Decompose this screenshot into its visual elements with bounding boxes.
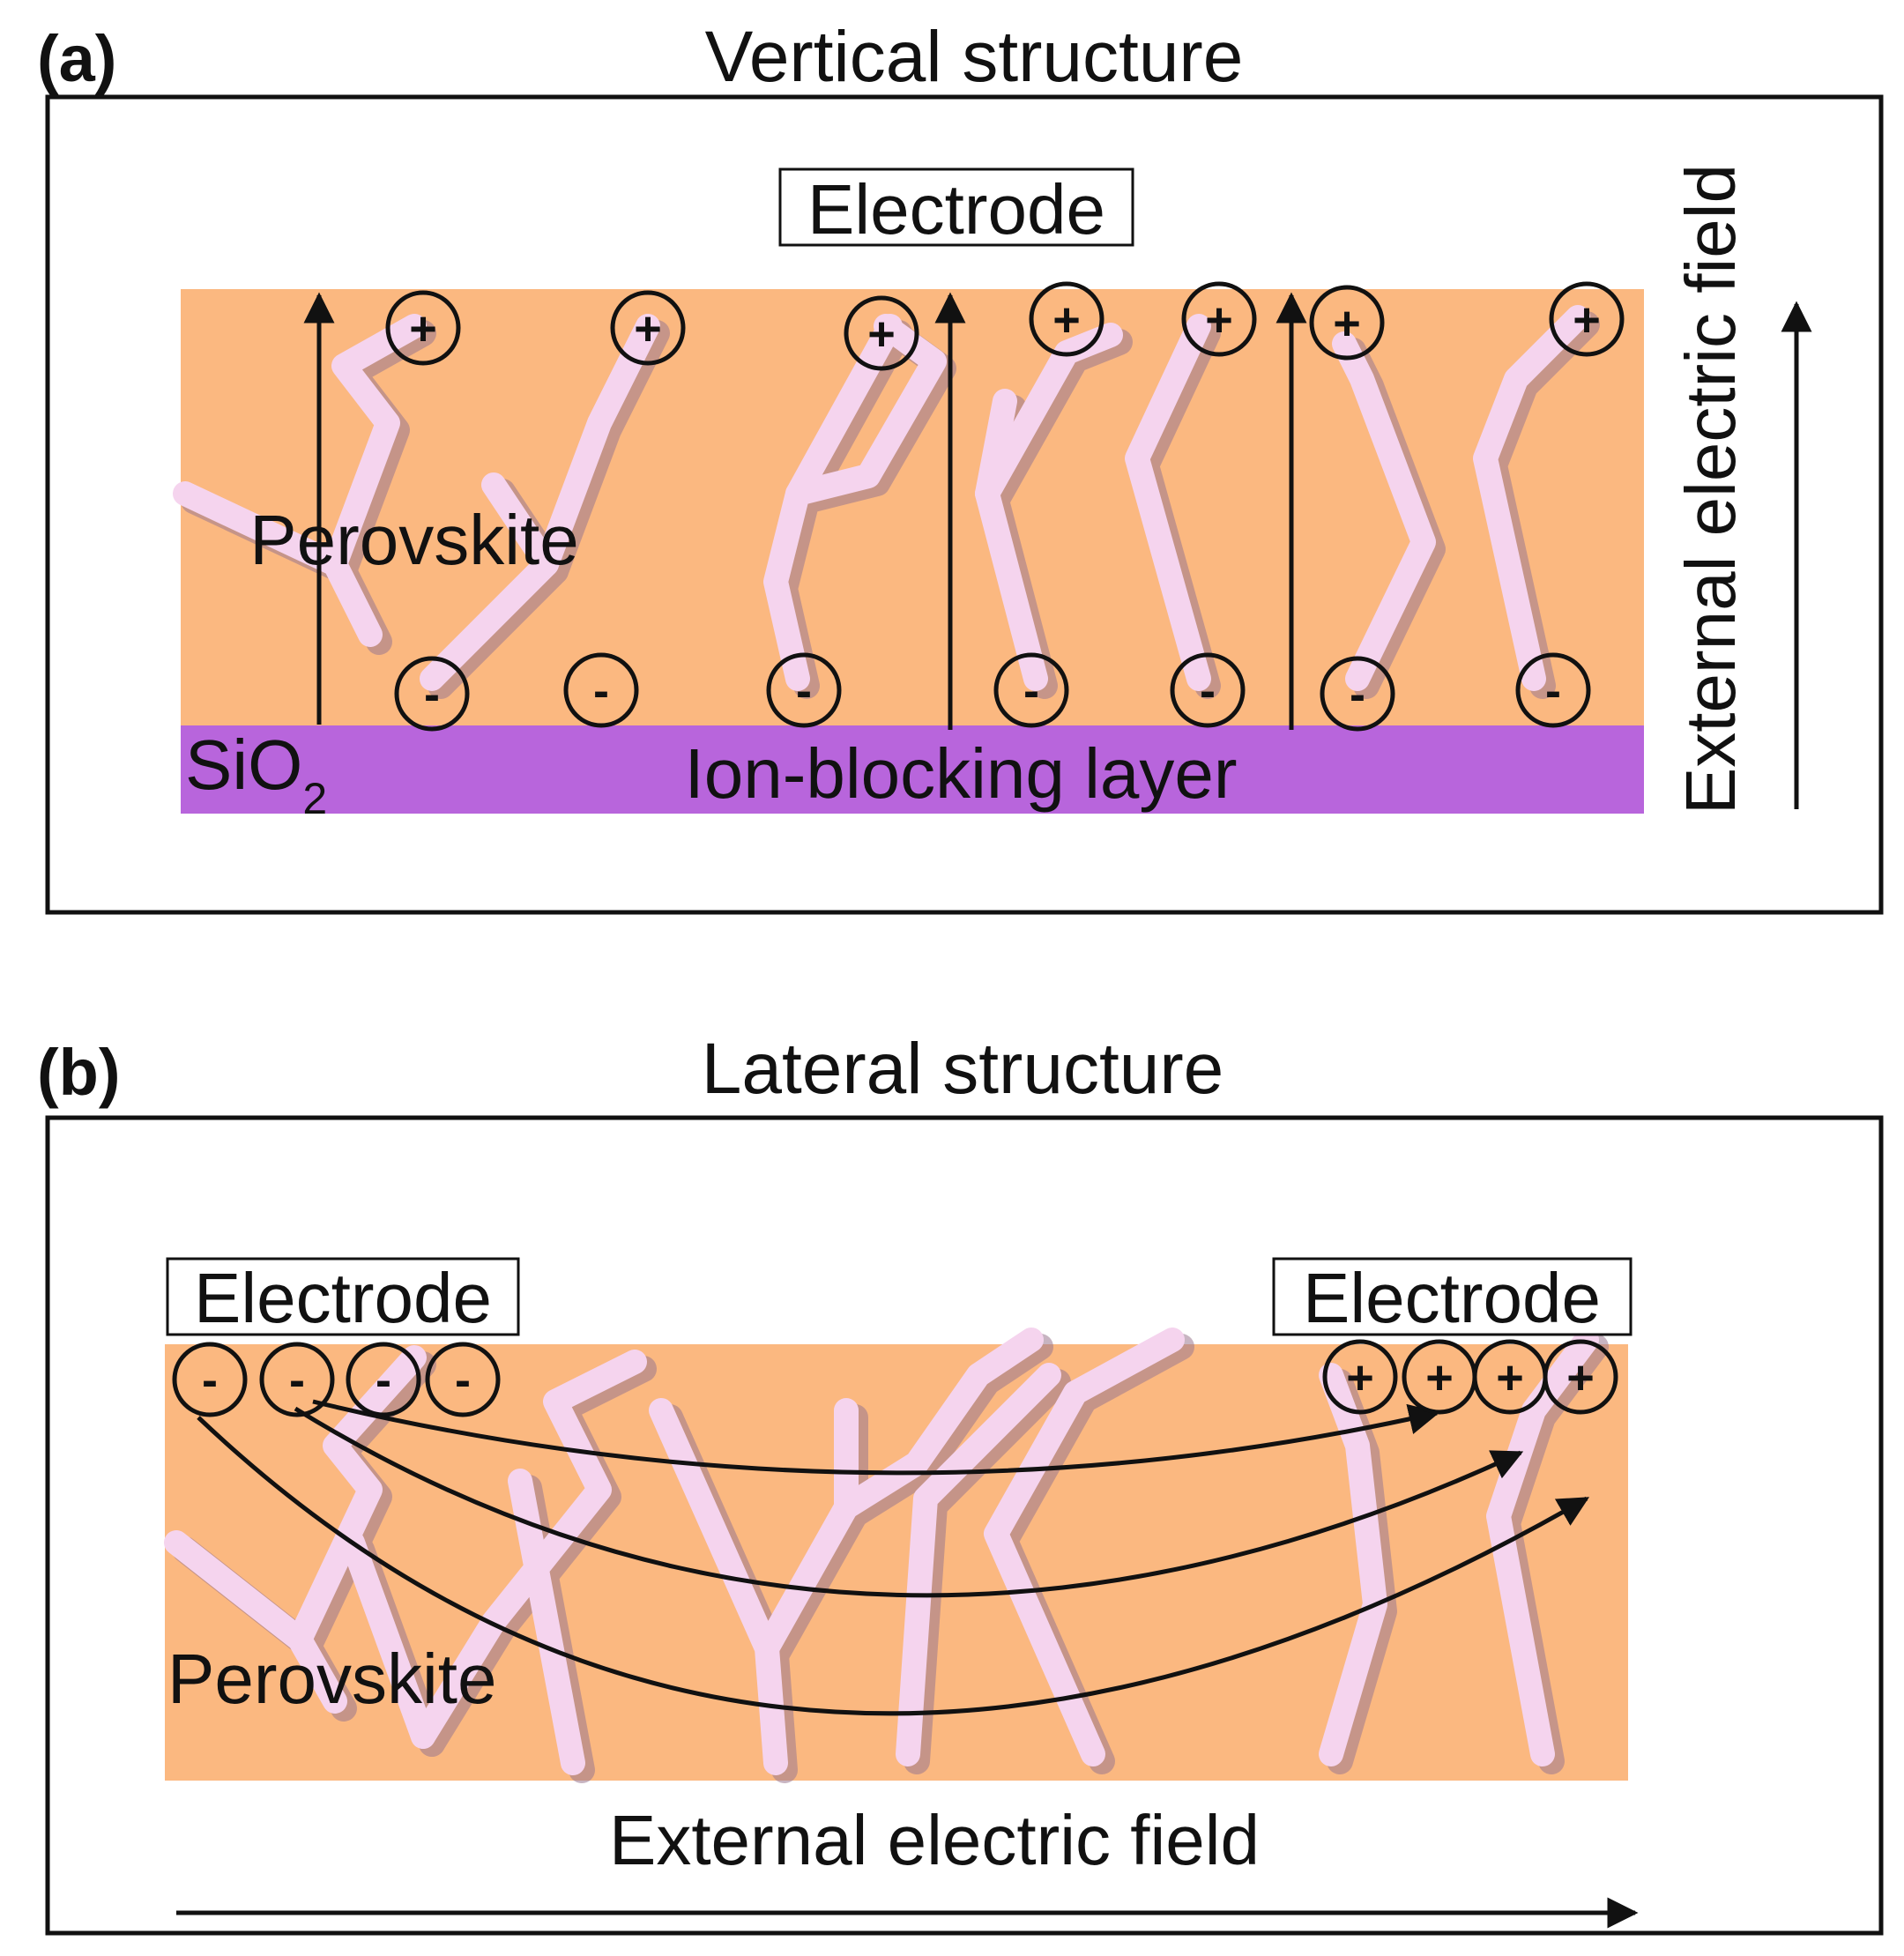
migration-arrow-1	[312, 1399, 1440, 1476]
cation-7: +	[1549, 281, 1625, 357]
cation-5-sign: +	[1205, 294, 1233, 346]
lateral-cation-1: +	[1322, 1339, 1398, 1415]
anion-2-circle	[563, 652, 639, 728]
lateral-anion-3-sign: -	[376, 1354, 391, 1407]
panel-b-migration-arrows	[197, 1399, 1590, 1716]
lateral-anion-1-circle	[172, 1342, 248, 1417]
anion-6-sign: -	[1350, 668, 1365, 721]
lateral-anion-2: -	[259, 1342, 335, 1417]
lateral-anion-1-sign: -	[202, 1354, 218, 1407]
panel-b-cations: + + + +	[1322, 1339, 1618, 1415]
panel-b-title: Lateral structure	[702, 1029, 1224, 1109]
cation-6-circle	[1309, 285, 1385, 361]
panel-a-grain-boundaries	[173, 305, 1600, 699]
cation-4-circle	[1029, 281, 1104, 357]
cation-2-sign: +	[634, 302, 662, 355]
panel-b-anions: ----	[172, 1342, 501, 1417]
lateral-cation-4: +	[1543, 1339, 1618, 1415]
anion-4-sign: -	[1023, 665, 1039, 718]
cation-2: +	[610, 290, 686, 366]
cation-3: +	[844, 295, 919, 371]
anion-5-sign: -	[1200, 665, 1216, 718]
lateral-cation-1-circle	[1322, 1339, 1398, 1415]
anion-5-circle	[1170, 652, 1246, 728]
panel-a-electrode-box	[778, 167, 1134, 247]
cation-4-sign: +	[1052, 294, 1081, 346]
lateral-cation-4-sign: +	[1566, 1351, 1595, 1404]
lateral-cation-1-sign: +	[1346, 1351, 1374, 1404]
anion-4: -	[993, 652, 1069, 728]
panel-a-ion-blocking-layer	[181, 725, 1644, 814]
anion-6-circle	[1320, 656, 1395, 732]
panel-a-field-label: External electric field	[1671, 164, 1750, 814]
anion-3: -	[766, 652, 842, 728]
panel-b-left-electrode-label: Electrode	[194, 1259, 492, 1337]
panel-b-field-label: External electric field	[609, 1801, 1260, 1879]
panel-b-right-electrode-label: Electrode	[1303, 1259, 1601, 1337]
panel-a-tag: (a)	[37, 22, 116, 95]
panel-a-anions: -------	[394, 652, 1591, 732]
anion-3-sign: -	[796, 665, 812, 718]
migration-arrow-2	[294, 1406, 1524, 1598]
anion-2-sign: -	[593, 665, 609, 718]
anion-7: -	[1515, 652, 1591, 728]
panel-b-right-electrode-box	[1272, 1257, 1633, 1336]
anion-3-circle	[766, 652, 842, 728]
cation-2-circle	[610, 290, 686, 366]
panel-b-tag: (b)	[37, 1036, 121, 1109]
lateral-cation-3-sign: +	[1496, 1351, 1524, 1404]
lateral-anion-3-circle	[346, 1342, 421, 1417]
panel-a-electrode-label: Electrode	[807, 170, 1105, 249]
migration-arrow-3	[197, 1416, 1590, 1716]
lateral-anion-4-circle	[425, 1342, 501, 1417]
panel-b-left-electrode-box	[166, 1257, 520, 1336]
anion-2: -	[563, 652, 639, 728]
panel-a-blocking-layer-label: Ion-blocking layer	[685, 734, 1238, 813]
panel-a-substrate-label: SiO2	[185, 725, 327, 823]
lateral-cation-2-sign: +	[1425, 1351, 1454, 1404]
anion-7-sign: -	[1545, 665, 1561, 718]
panel-b-perovskite-label: Perovskite	[167, 1640, 496, 1718]
panel-b: (b) Lateral structure	[37, 1029, 1884, 1936]
lateral-cation-2: +	[1402, 1339, 1477, 1415]
lateral-anion-4-sign: -	[455, 1354, 471, 1407]
lateral-anion-3: -	[346, 1342, 421, 1417]
anion-4-circle	[993, 652, 1069, 728]
anion-1: -	[394, 656, 470, 732]
anion-6: -	[1320, 656, 1395, 732]
lateral-anion-2-sign: -	[289, 1354, 305, 1407]
cation-3-circle	[844, 295, 919, 371]
anion-1-sign: -	[424, 668, 440, 721]
panel-a: (a) Vertical structure Electrode	[37, 17, 1884, 915]
cation-1: +	[385, 290, 461, 366]
panel-a-frame	[45, 94, 1884, 915]
anion-5: -	[1170, 652, 1246, 728]
substrate-main: SiO	[185, 725, 302, 804]
cation-4: +	[1029, 281, 1104, 357]
panel-a-title: Vertical structure	[705, 17, 1244, 97]
cation-3-sign: +	[867, 308, 896, 361]
lateral-cation-4-circle	[1543, 1339, 1618, 1415]
panel-a-perovskite-label: Perovskite	[249, 501, 578, 579]
panel-a-field-arrows	[303, 292, 1307, 730]
substrate-subscript: 2	[302, 774, 327, 823]
anion-1-circle	[394, 656, 470, 732]
cation-1-circle	[385, 290, 461, 366]
panel-b-frame	[45, 1115, 1884, 1936]
lateral-anion-4: -	[425, 1342, 501, 1417]
cation-5: +	[1181, 281, 1257, 357]
cation-6-sign: +	[1333, 297, 1361, 350]
cation-5-circle	[1181, 281, 1257, 357]
cation-7-circle	[1549, 281, 1625, 357]
cation-1-sign: +	[409, 302, 437, 355]
anion-7-circle	[1515, 652, 1591, 728]
lateral-anion-1: -	[172, 1342, 248, 1417]
cation-7-sign: +	[1573, 294, 1601, 346]
panel-a-cations: + + + + + + +	[385, 281, 1625, 371]
lateral-anion-2-circle	[259, 1342, 335, 1417]
cation-6: +	[1309, 285, 1385, 361]
